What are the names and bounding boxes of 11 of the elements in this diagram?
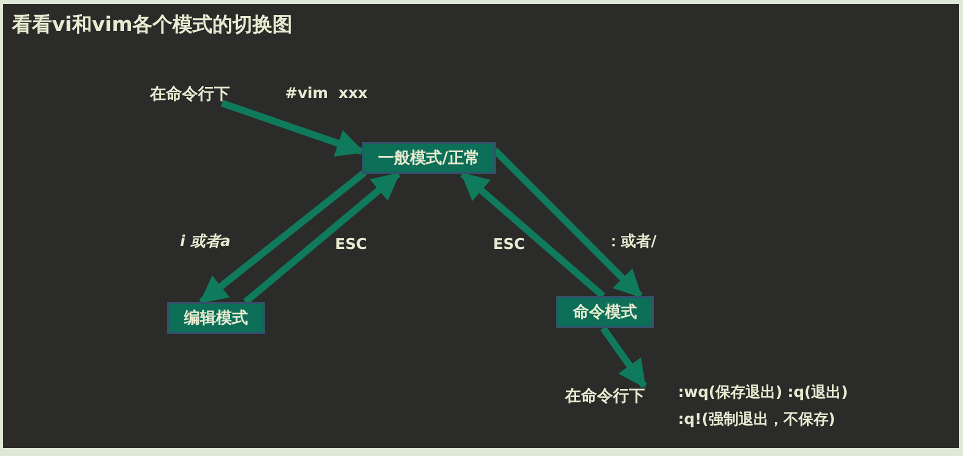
arrow — [600, 326, 648, 388]
mode-box: 命令模式 — [556, 296, 654, 328]
command-text: :wq(保存退出) :q(退出) — [678, 383, 848, 401]
prompt-text: 在命令行下 — [565, 386, 645, 406]
mode-box: 编辑模式 — [167, 302, 265, 334]
edge-label: i 或者a — [180, 232, 230, 250]
prompt-text: 在命令行下 — [150, 84, 230, 104]
mode-box: 一般模式/正常 — [362, 142, 496, 174]
command-text: :q!(强制退出，不保存) — [678, 410, 836, 428]
arrow — [199, 170, 367, 305]
title: 看看vi和vim各个模式的切换图 — [12, 12, 293, 36]
